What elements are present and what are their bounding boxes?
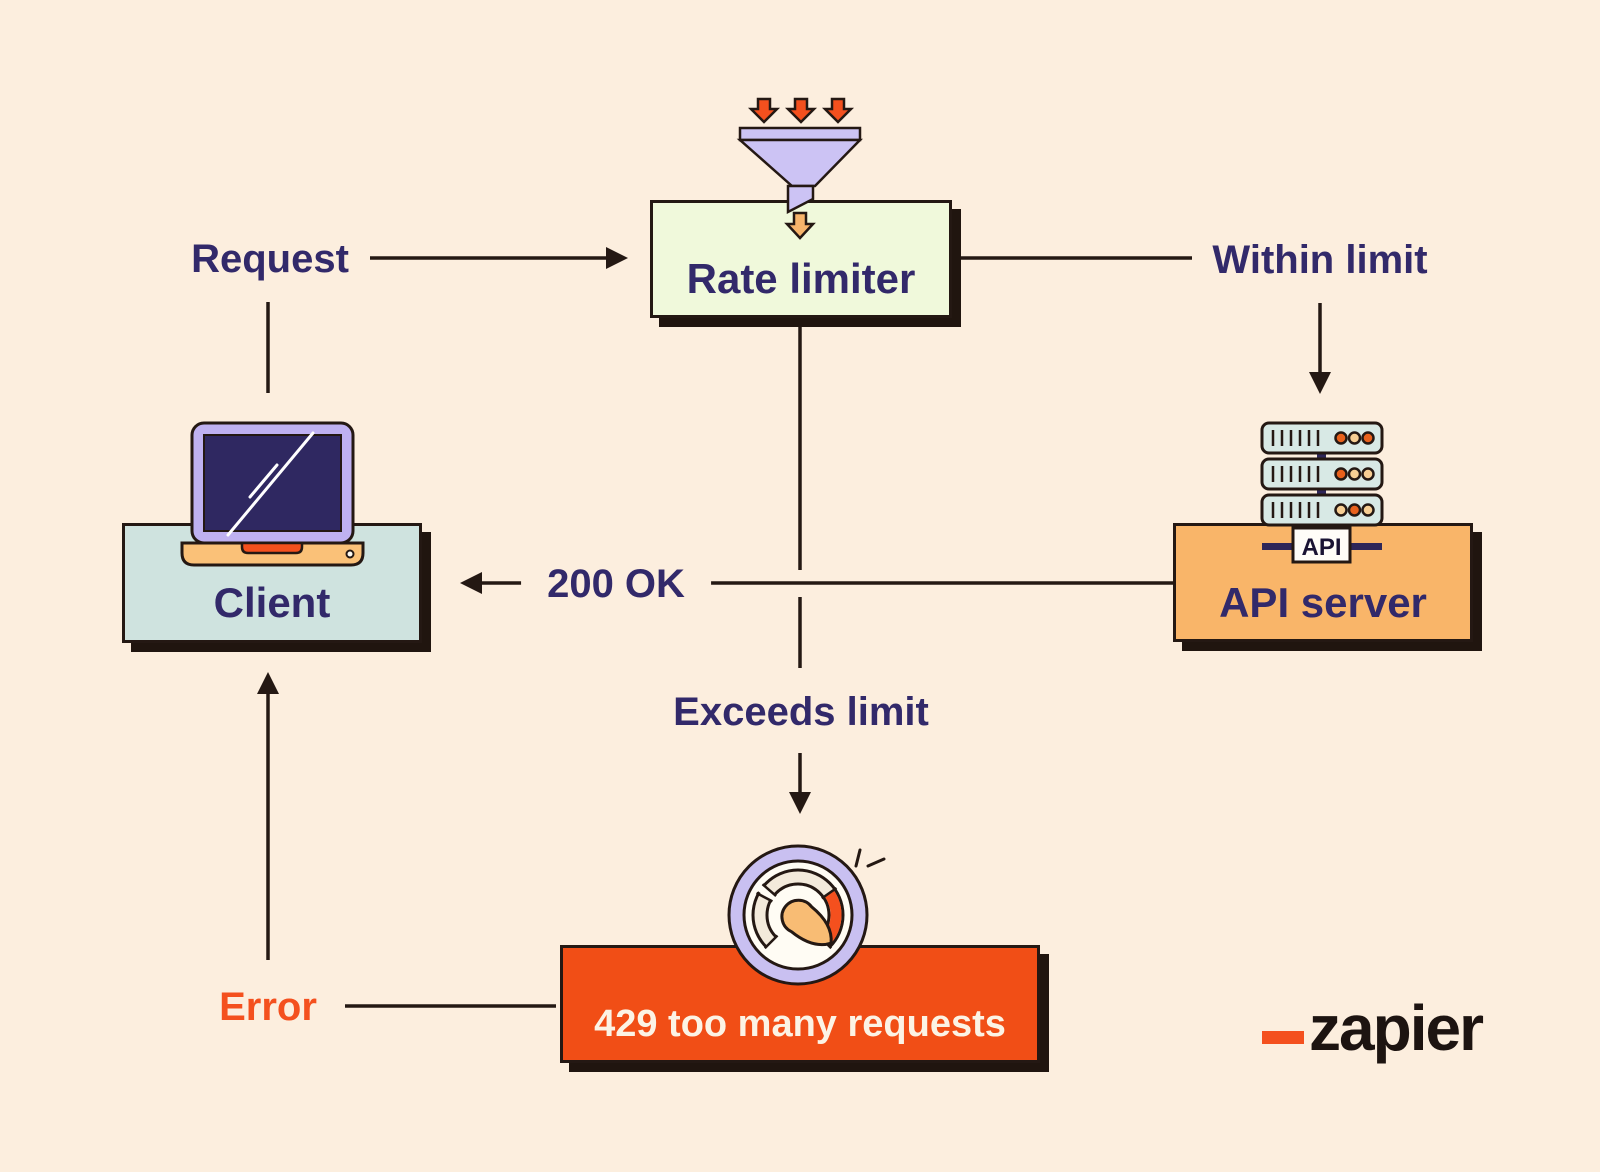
error-edge-label: Error bbox=[219, 985, 317, 1029]
ok-200-edge-label: 200 OK bbox=[521, 558, 711, 610]
rate-limiter-label: Rate limiter bbox=[686, 255, 916, 302]
request-edge-label: Request bbox=[191, 237, 349, 281]
error-arrow bbox=[257, 672, 556, 1008]
burst-tick-marks bbox=[854, 848, 886, 868]
request-arrow bbox=[266, 247, 628, 393]
api-badge-label: API bbox=[1301, 534, 1341, 561]
exceeds-limit-edge-label: Exceeds limit bbox=[673, 690, 929, 734]
speedometer-icon bbox=[727, 844, 886, 986]
laptop-icon bbox=[180, 421, 365, 567]
exceeds-limit-arrow bbox=[789, 318, 811, 814]
zapier-wordmark: zapier bbox=[1309, 992, 1484, 1064]
funnel-icon bbox=[736, 97, 863, 240]
zapier-logo: zapier bbox=[1262, 992, 1484, 1064]
server-stack-icon: API bbox=[1260, 421, 1384, 564]
within-limit-edge-label: Within limit bbox=[1212, 238, 1428, 282]
error-429-label: 429 too many requests bbox=[594, 1003, 1006, 1045]
within-limit-arrow bbox=[952, 256, 1331, 394]
zapier-underscore-mark bbox=[1262, 1031, 1304, 1044]
api-server-label: API server bbox=[1219, 578, 1427, 626]
client-label: Client bbox=[213, 579, 331, 626]
